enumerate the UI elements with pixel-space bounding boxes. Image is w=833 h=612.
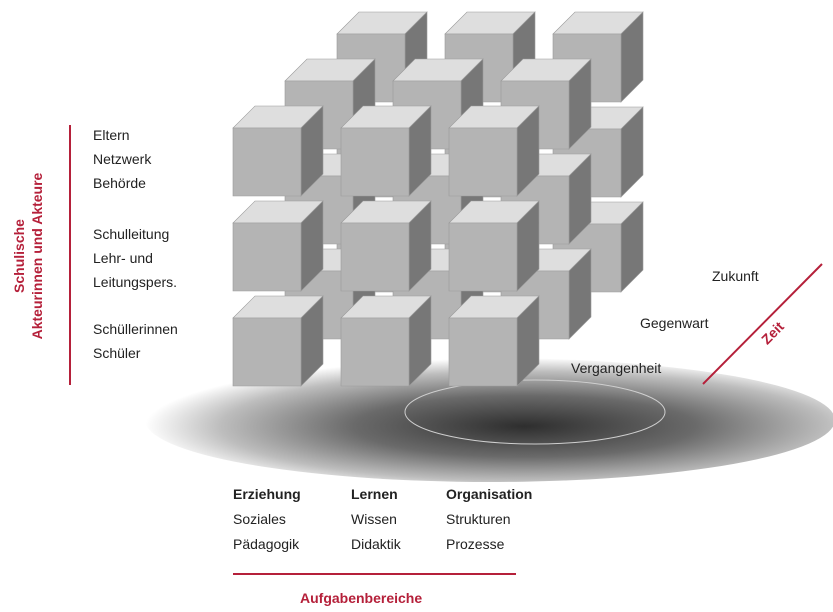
cube — [340, 295, 432, 387]
cube — [448, 105, 540, 197]
cube — [340, 200, 432, 292]
time-label: Zukunft — [712, 268, 759, 284]
task-item: Prozesse — [446, 536, 505, 552]
time-axis-line — [702, 263, 823, 385]
actor-label: Eltern — [93, 127, 130, 143]
floor-shadow — [145, 358, 833, 482]
time-label: Gegenwart — [640, 315, 709, 331]
cube — [232, 105, 324, 197]
tasks-axis-line — [233, 573, 516, 575]
actors-axis-title: Schulische Akteurinnen und Akteure — [10, 146, 50, 366]
task-item: Soziales — [233, 511, 286, 527]
cube — [340, 105, 432, 197]
floor-shadow-ring — [404, 379, 666, 445]
cube — [448, 200, 540, 292]
actor-label: Schüllerinnen — [93, 321, 178, 337]
task-heading: Erziehung — [233, 486, 301, 502]
cube-grid — [232, 11, 644, 387]
actor-label: Schulleitung — [93, 226, 170, 242]
task-item: Pädagogik — [233, 536, 300, 552]
actor-label: Schüler — [93, 345, 141, 361]
tasks-axis-title: Aufgabenbereiche — [300, 590, 423, 606]
task-item: Wissen — [351, 511, 397, 527]
actor-label: Behörde — [93, 175, 146, 191]
cube — [232, 295, 324, 387]
actor-label: Netzwerk — [93, 151, 152, 167]
task-item: Strukturen — [446, 511, 511, 527]
task-heading: Lernen — [351, 486, 398, 502]
actors-axis-title-line2: Akteurinnen und Akteure — [29, 172, 45, 340]
cube — [448, 295, 540, 387]
actors-axis-line — [69, 125, 71, 385]
time-label: Vergangenheit — [571, 360, 662, 376]
actor-label: Leitungspers. — [93, 274, 178, 290]
task-heading: Organisation — [446, 486, 533, 502]
actor-label: Lehr- und — [93, 250, 153, 266]
actors-axis-title-line1: Schulische — [11, 219, 27, 293]
cube — [232, 200, 324, 292]
task-item: Didaktik — [351, 536, 401, 552]
